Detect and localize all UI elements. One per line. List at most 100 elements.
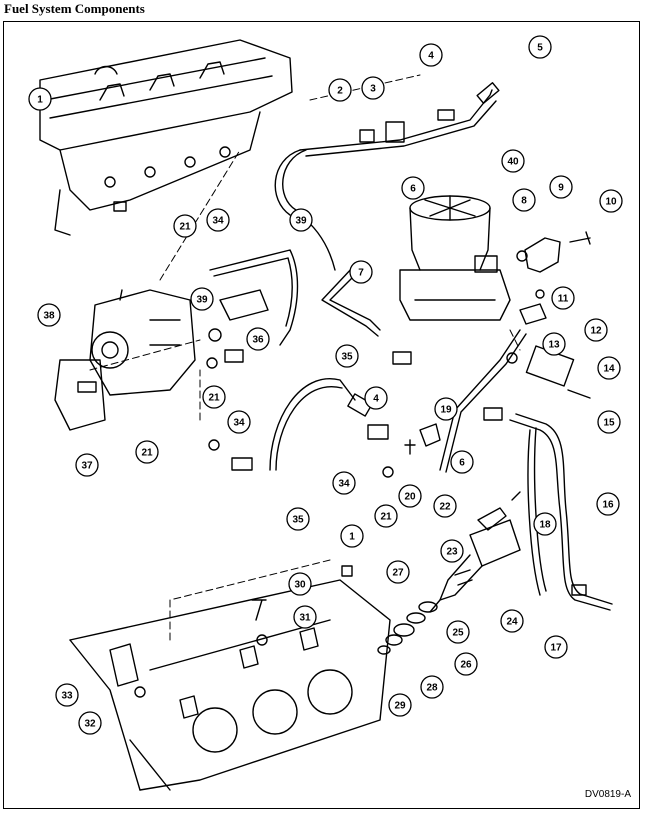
callout-number: 30 <box>294 580 306 591</box>
callout-circle <box>202 385 226 409</box>
callout-14: 14 <box>597 356 621 380</box>
callout-11: 11 <box>551 286 575 310</box>
callout-circle <box>549 175 573 199</box>
callout-number: 32 <box>84 719 96 730</box>
callout-35: 35 <box>335 344 359 368</box>
callout-32: 32 <box>78 711 102 735</box>
callout-number: 15 <box>603 418 615 429</box>
callout-number: 4 <box>428 51 434 62</box>
callout-circle <box>361 76 385 100</box>
callout-circle <box>584 318 608 342</box>
hose-35-upper <box>209 249 299 346</box>
callout-34: 34 <box>227 410 251 434</box>
fuel-line-7 <box>329 269 381 331</box>
callout-circle <box>542 332 566 356</box>
callout-circle <box>419 43 443 67</box>
plug-1-upper <box>113 201 127 212</box>
clip-11 <box>535 289 545 299</box>
callout-circle <box>528 35 552 59</box>
bolt-30 <box>251 599 267 621</box>
callout-number: 38 <box>43 311 55 322</box>
fuel-line-16-17 <box>509 419 611 611</box>
callout-23: 23 <box>440 539 464 563</box>
callout-number: 1 <box>37 95 43 106</box>
callout-18: 18 <box>533 512 557 536</box>
callout-circle <box>288 572 312 596</box>
callout-26: 26 <box>454 652 478 676</box>
callout-number: 36 <box>252 335 264 346</box>
callout-number: 2 <box>337 86 343 97</box>
o-ring-21-left <box>208 439 220 451</box>
callout-30: 30 <box>288 572 312 596</box>
callout-circle <box>597 410 621 434</box>
o-ring-36 <box>208 328 222 342</box>
injector-39-mid <box>219 289 269 321</box>
bolt-18 <box>511 491 521 501</box>
callout-number: 7 <box>358 268 364 279</box>
callout-number: 31 <box>299 613 311 624</box>
callout-circle <box>544 635 568 659</box>
o-ring-21-lower <box>382 466 394 478</box>
callout-number: 1 <box>349 532 355 543</box>
callout-circle <box>433 494 457 518</box>
callout-circle <box>173 214 197 238</box>
callout-circle <box>374 504 398 528</box>
callout-circle <box>434 397 458 421</box>
o-ring-13 <box>506 352 518 364</box>
callout-circle <box>401 176 425 200</box>
callout-circle <box>227 410 251 434</box>
callout-6: 6 <box>450 450 474 474</box>
callout-number: 24 <box>506 617 518 628</box>
callout-circle <box>446 620 470 644</box>
callout-number: 28 <box>426 683 438 694</box>
callout-circle <box>501 149 525 173</box>
callout-number: 37 <box>81 461 93 472</box>
fuel-injector-24 <box>429 519 521 613</box>
callout-3: 3 <box>361 76 385 100</box>
callout-circle <box>440 539 464 563</box>
o-ring-26 <box>406 612 426 624</box>
callout-22: 22 <box>433 494 457 518</box>
callout-19: 19 <box>434 397 458 421</box>
callout-circle <box>289 208 313 232</box>
fitting-34-lower <box>367 424 389 440</box>
callout-circle <box>349 260 373 284</box>
part-2 <box>359 129 375 143</box>
bracket-9 <box>524 237 561 273</box>
part-19 <box>419 423 441 447</box>
callout-28: 28 <box>420 675 444 699</box>
callout-circle <box>75 453 99 477</box>
callout-13: 13 <box>542 332 566 356</box>
callout-number: 20 <box>404 492 416 503</box>
callout-circle <box>37 303 61 327</box>
callout-number: 35 <box>341 352 353 363</box>
callout-number: 9 <box>558 183 564 194</box>
callout-29: 29 <box>388 693 412 717</box>
callout-34: 34 <box>206 208 230 232</box>
callout-circle <box>28 87 52 111</box>
callout-1: 1 <box>28 87 52 111</box>
callout-number: 40 <box>507 157 519 168</box>
callout-27: 27 <box>386 560 410 584</box>
bolt-20 <box>404 439 416 455</box>
callout-7: 7 <box>349 260 373 284</box>
callout-circle <box>597 356 621 380</box>
callout-number: 13 <box>548 340 560 351</box>
callout-33: 33 <box>55 683 79 707</box>
callout-circle <box>246 327 270 351</box>
callout-number: 19 <box>440 405 452 416</box>
callout-circle <box>450 450 474 474</box>
callout-21: 21 <box>173 214 197 238</box>
callout-circle <box>78 711 102 735</box>
callout-9: 9 <box>549 175 573 199</box>
callout-circle <box>533 512 557 536</box>
high-pressure-pump-38 <box>89 289 196 396</box>
callout-number: 23 <box>446 547 458 558</box>
callout-21: 21 <box>374 504 398 528</box>
callout-number: 39 <box>196 295 208 306</box>
callout-number: 10 <box>605 197 617 208</box>
callout-4: 4 <box>419 43 443 67</box>
callout-17: 17 <box>544 635 568 659</box>
callout-2: 2 <box>328 78 352 102</box>
